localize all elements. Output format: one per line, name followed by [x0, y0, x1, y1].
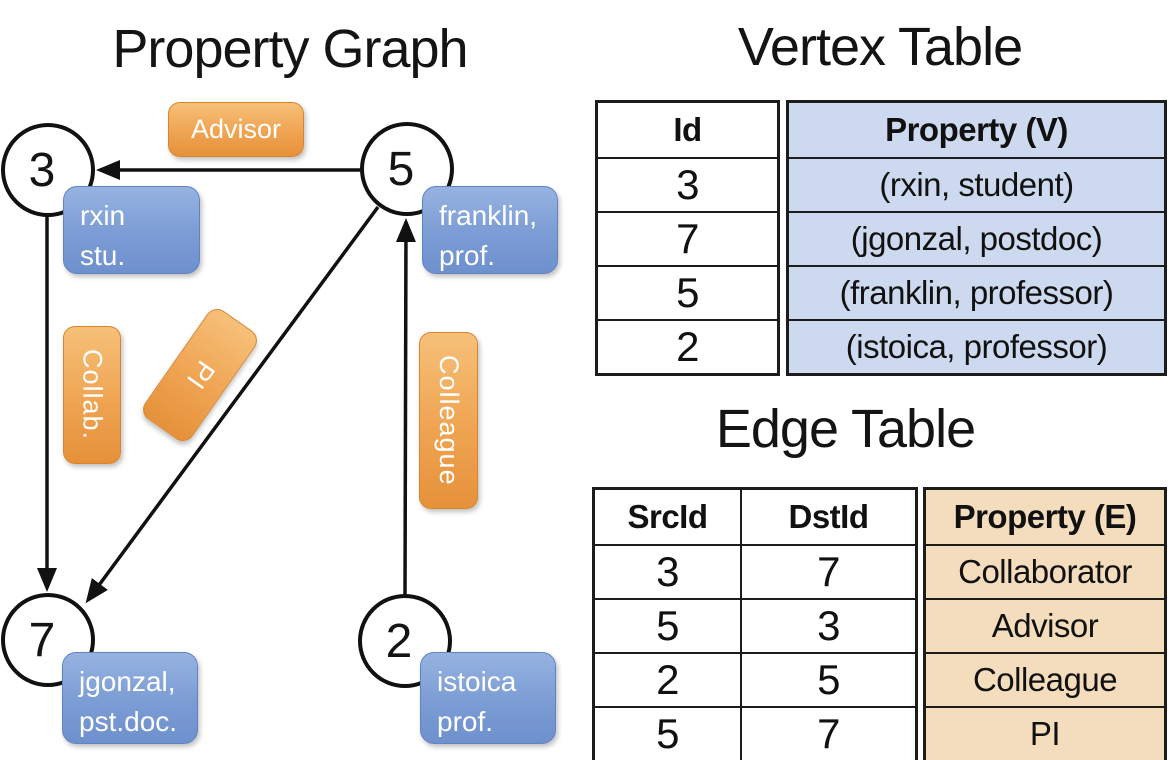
node-label-2: 2: [385, 614, 413, 668]
vertex-table-id-cell: 7: [598, 211, 777, 265]
vertex-table-title: Vertex Table: [737, 17, 1023, 77]
vertex-table-property-cell: (rxin, student): [789, 157, 1164, 211]
edge-table-property-cell: Advisor: [926, 598, 1164, 652]
vertex-box-rxin: rxin stu.: [63, 186, 200, 274]
vertex-table-id-cell: 3: [598, 157, 777, 211]
edge-table-property-cell: Collaborator: [926, 544, 1164, 598]
vertex-table-property-column: Property (V) (rxin, student) (jgonzal, p…: [786, 100, 1167, 376]
vertex-table-property-cell: (jgonzal, postdoc): [789, 211, 1164, 265]
edge-table-dstid-cell: 5: [742, 652, 915, 706]
edge-label-colleague: Colleague: [419, 332, 478, 509]
edge-table-property-header: Property (E): [953, 498, 1137, 535]
edge-table-src-dst-columns: SrcId DstId 3 7 5 3 2 5 5 7: [592, 487, 918, 760]
vertex-box-rxin-line2: stu.: [80, 239, 126, 271]
edge-table-dstid-cell: 7: [742, 706, 915, 760]
edge-table-dstid-header: DstId: [788, 498, 870, 535]
edge-table-dstid-cell: 3: [742, 598, 915, 652]
vertex-table-property-cell: (franklin, professor): [789, 265, 1164, 319]
vertex-box-istoica-line2: prof.: [437, 705, 494, 737]
edge-table-property-column: Property (E) Collaborator Advisor Collea…: [923, 487, 1167, 760]
vertex-table-id-header: Id: [673, 111, 702, 148]
node-label-3: 3: [28, 143, 56, 197]
vertex-box-rxin-line1: rxin: [80, 200, 126, 231]
edge-label-colleague-text: Colleague: [434, 355, 464, 486]
vertex-box-jgonzal-line1: jgonzal,: [79, 666, 176, 697]
node-label-7: 7: [28, 613, 56, 667]
edge-table-title: Edge Table: [715, 399, 976, 459]
vertex-box-franklin: franklin, prof.: [422, 186, 558, 274]
edge-table-dstid-cell: 7: [742, 544, 915, 598]
edge-label-pi-text: PI: [180, 355, 221, 396]
edge-table-property-cell: Colleague: [926, 652, 1164, 706]
vertex-box-istoica-line1: istoica: [437, 666, 517, 697]
edge-table-srcid-cell: 5: [595, 598, 742, 652]
edge-line-pi: [85, 205, 380, 604]
edge-line-colleague: [395, 218, 416, 597]
edge-label-collab: Collab.: [63, 326, 121, 464]
vertex-table-property-header: Property (V): [885, 111, 1068, 148]
vertex-box-franklin-line2: prof.: [439, 239, 496, 271]
vertex-table-id-column: Id 3 7 5 2: [595, 100, 780, 376]
edge-table-property-cell: PI: [926, 706, 1164, 760]
edge-label-advisor-text: Advisor: [190, 114, 282, 144]
edge-table-srcid-cell: 2: [595, 652, 742, 706]
vertex-table-property-cell: (istoica, professor): [789, 319, 1164, 373]
edge-table-srcid-cell: 3: [595, 544, 742, 598]
edge-table-srcid-header: SrcId: [595, 490, 742, 544]
vertex-box-istoica: istoica prof.: [420, 652, 556, 744]
vertex-box-jgonzal: jgonzal, pst.doc.: [62, 652, 198, 744]
property-graph-title: Property Graph: [112, 19, 468, 79]
edge-table-srcid-cell: 5: [595, 706, 742, 760]
vertex-table-id-cell: 5: [598, 265, 777, 319]
edge-label-collab-text: Collab.: [77, 349, 108, 441]
node-label-5: 5: [387, 142, 415, 196]
vertex-table-id-cell: 2: [598, 319, 777, 373]
vertex-box-franklin-line1: franklin,: [439, 200, 538, 231]
edge-label-advisor: Advisor: [168, 102, 304, 157]
vertex-box-jgonzal-line2: pst.doc.: [79, 705, 178, 737]
